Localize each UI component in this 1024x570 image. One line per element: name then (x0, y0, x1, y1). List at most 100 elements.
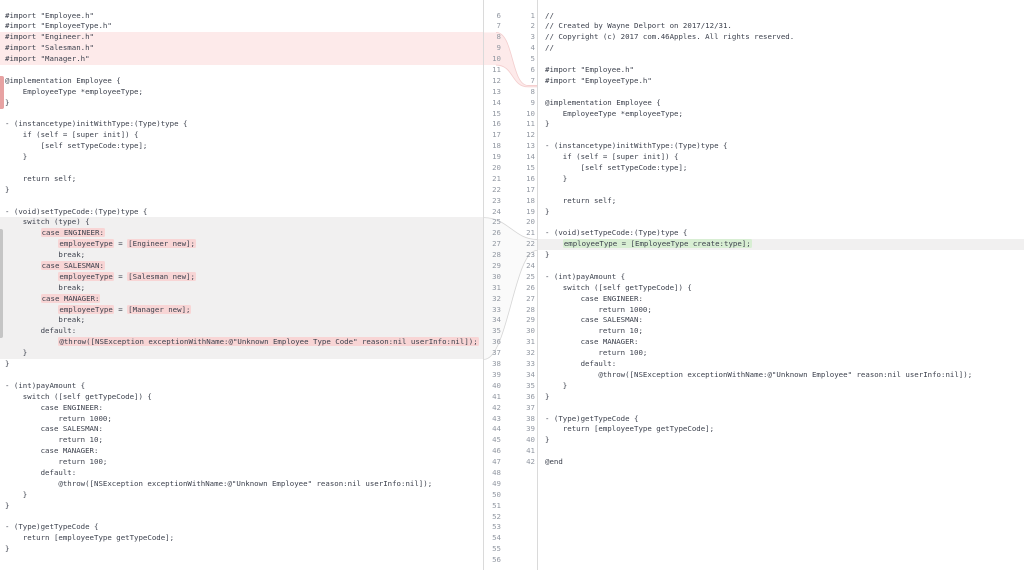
diff-ribbon-modification-edge (484, 249, 537, 360)
line-number: 32 (492, 293, 501, 303)
code-line: default: (0, 326, 483, 338)
code-line: case MANAGER: (545, 337, 639, 347)
line-number: 12 (526, 130, 535, 140)
line-number: 14 (526, 152, 535, 162)
line-number: 9 (530, 97, 535, 107)
line-number: 17 (492, 130, 501, 140)
code-line: - (Type)getTypeCode { (5, 522, 99, 532)
line-number (520, 555, 535, 566)
line-number: 9 (496, 43, 501, 53)
code-line (538, 217, 1024, 228)
code-line (538, 87, 1024, 98)
line-number: 22 (526, 239, 535, 249)
line-number: 17 (526, 184, 535, 194)
added-text-highlight: employeeType = [EmployeeType create:type… (562, 239, 752, 249)
code-line: - (int)payAmount { (545, 271, 626, 281)
code-line: } (5, 359, 10, 369)
code-line: // (545, 10, 554, 20)
code-line: return 100; (545, 348, 648, 358)
line-number: 51 (492, 500, 501, 510)
line-number: 14 (492, 97, 501, 107)
removed-text-highlight: [Manager new]; (127, 304, 192, 314)
code-line: if (self = [super init]) { (545, 152, 679, 162)
removed-text-highlight: employeeType (58, 304, 114, 314)
line-number: 4 (530, 43, 535, 53)
line-number: 48 (492, 467, 501, 477)
code-line (0, 196, 483, 207)
line-number: 45 (492, 435, 501, 445)
code-line (0, 109, 483, 120)
code-text (5, 305, 58, 314)
line-number: 38 (526, 413, 535, 423)
code-line: case ENGINEER: (545, 293, 643, 303)
line-number: 35 (492, 326, 501, 336)
code-line (538, 130, 1024, 141)
code-text (5, 239, 58, 248)
line-number: 8 (530, 86, 535, 96)
diff-ribbon-deletion (484, 32, 537, 87)
line-number: 31 (492, 282, 501, 292)
code-line: case SALESMAN: (5, 424, 103, 434)
line-number: 22 (492, 184, 501, 194)
code-line: employeeType = [Salesman new]; (0, 271, 483, 283)
right-code-pane[interactable]: //// Created by Wayne Delport on 2017/12… (538, 0, 1024, 570)
code-line: } (545, 391, 550, 401)
line-number: 36 (492, 337, 501, 347)
code-line: [self setTypeCode:type]; (5, 141, 148, 151)
code-line (0, 65, 483, 76)
code-line: } (545, 173, 568, 183)
code-line: break; (0, 282, 483, 294)
line-number: 30 (492, 271, 501, 281)
line-number (520, 490, 535, 501)
line-number: 13 (492, 86, 501, 96)
code-line (0, 370, 483, 381)
removed-text-highlight: employeeType (58, 239, 114, 249)
line-number: 41 (526, 446, 535, 456)
code-line: @throw([NSException exceptionWithName:@"… (0, 337, 483, 349)
code-line: } (5, 500, 10, 510)
line-number: 21 (526, 228, 535, 238)
code-line: return 1000; (5, 413, 112, 423)
line-number (520, 468, 535, 479)
line-number (520, 522, 535, 533)
line-number (520, 533, 535, 544)
line-number: 18 (492, 141, 501, 151)
line-number: 54 (492, 533, 501, 543)
code-line: #import "Employee.h" (5, 10, 94, 20)
line-number: 13 (526, 141, 535, 151)
code-line: } (545, 250, 550, 260)
line-number (520, 544, 535, 555)
code-text (5, 272, 58, 281)
line-number: 3 (530, 32, 535, 42)
code-line: if (self = [super init]) { (5, 130, 139, 140)
code-line: // Created by Wayne Delport on 2017/12/3… (545, 21, 732, 31)
line-number: 47 (492, 457, 501, 467)
diff-ribbons (484, 31, 537, 360)
code-line: #import "Engineer.h" (0, 32, 483, 44)
code-line: } (5, 489, 28, 499)
code-line: return 1000; (545, 304, 652, 314)
line-number: 53 (492, 522, 501, 532)
line-number: 35 (526, 380, 535, 390)
diff-ribbon-modification (484, 217, 537, 360)
code-line (0, 555, 483, 566)
code-line: employeeType = [Engineer new]; (0, 239, 483, 251)
code-line: - (void)setTypeCode:(Type)type { (545, 228, 688, 238)
code-line: EmployeeType *employeeType; (5, 86, 143, 96)
diff-ribbon-deletion-edge (495, 64, 537, 88)
line-number: 34 (492, 315, 501, 325)
code-line: - (instancetype)initWithType:(Type)type … (545, 141, 728, 151)
code-line: case SALESMAN: (545, 315, 643, 325)
left-code-pane[interactable]: #import "Employee.h"#import "EmployeeTyp… (0, 0, 483, 570)
code-line: #import "EmployeeType.h" (5, 21, 112, 31)
line-number (520, 501, 535, 512)
code-line: default: (545, 359, 617, 369)
removed-text-highlight: [Engineer new]; (127, 239, 196, 249)
code-line: #import "EmployeeType.h" (545, 75, 652, 85)
line-number (520, 479, 535, 490)
line-number: 29 (526, 315, 535, 325)
line-number: 12 (492, 75, 501, 85)
line-number: 27 (526, 293, 535, 303)
line-number: 23 (492, 195, 501, 205)
line-number: 24 (492, 206, 501, 216)
